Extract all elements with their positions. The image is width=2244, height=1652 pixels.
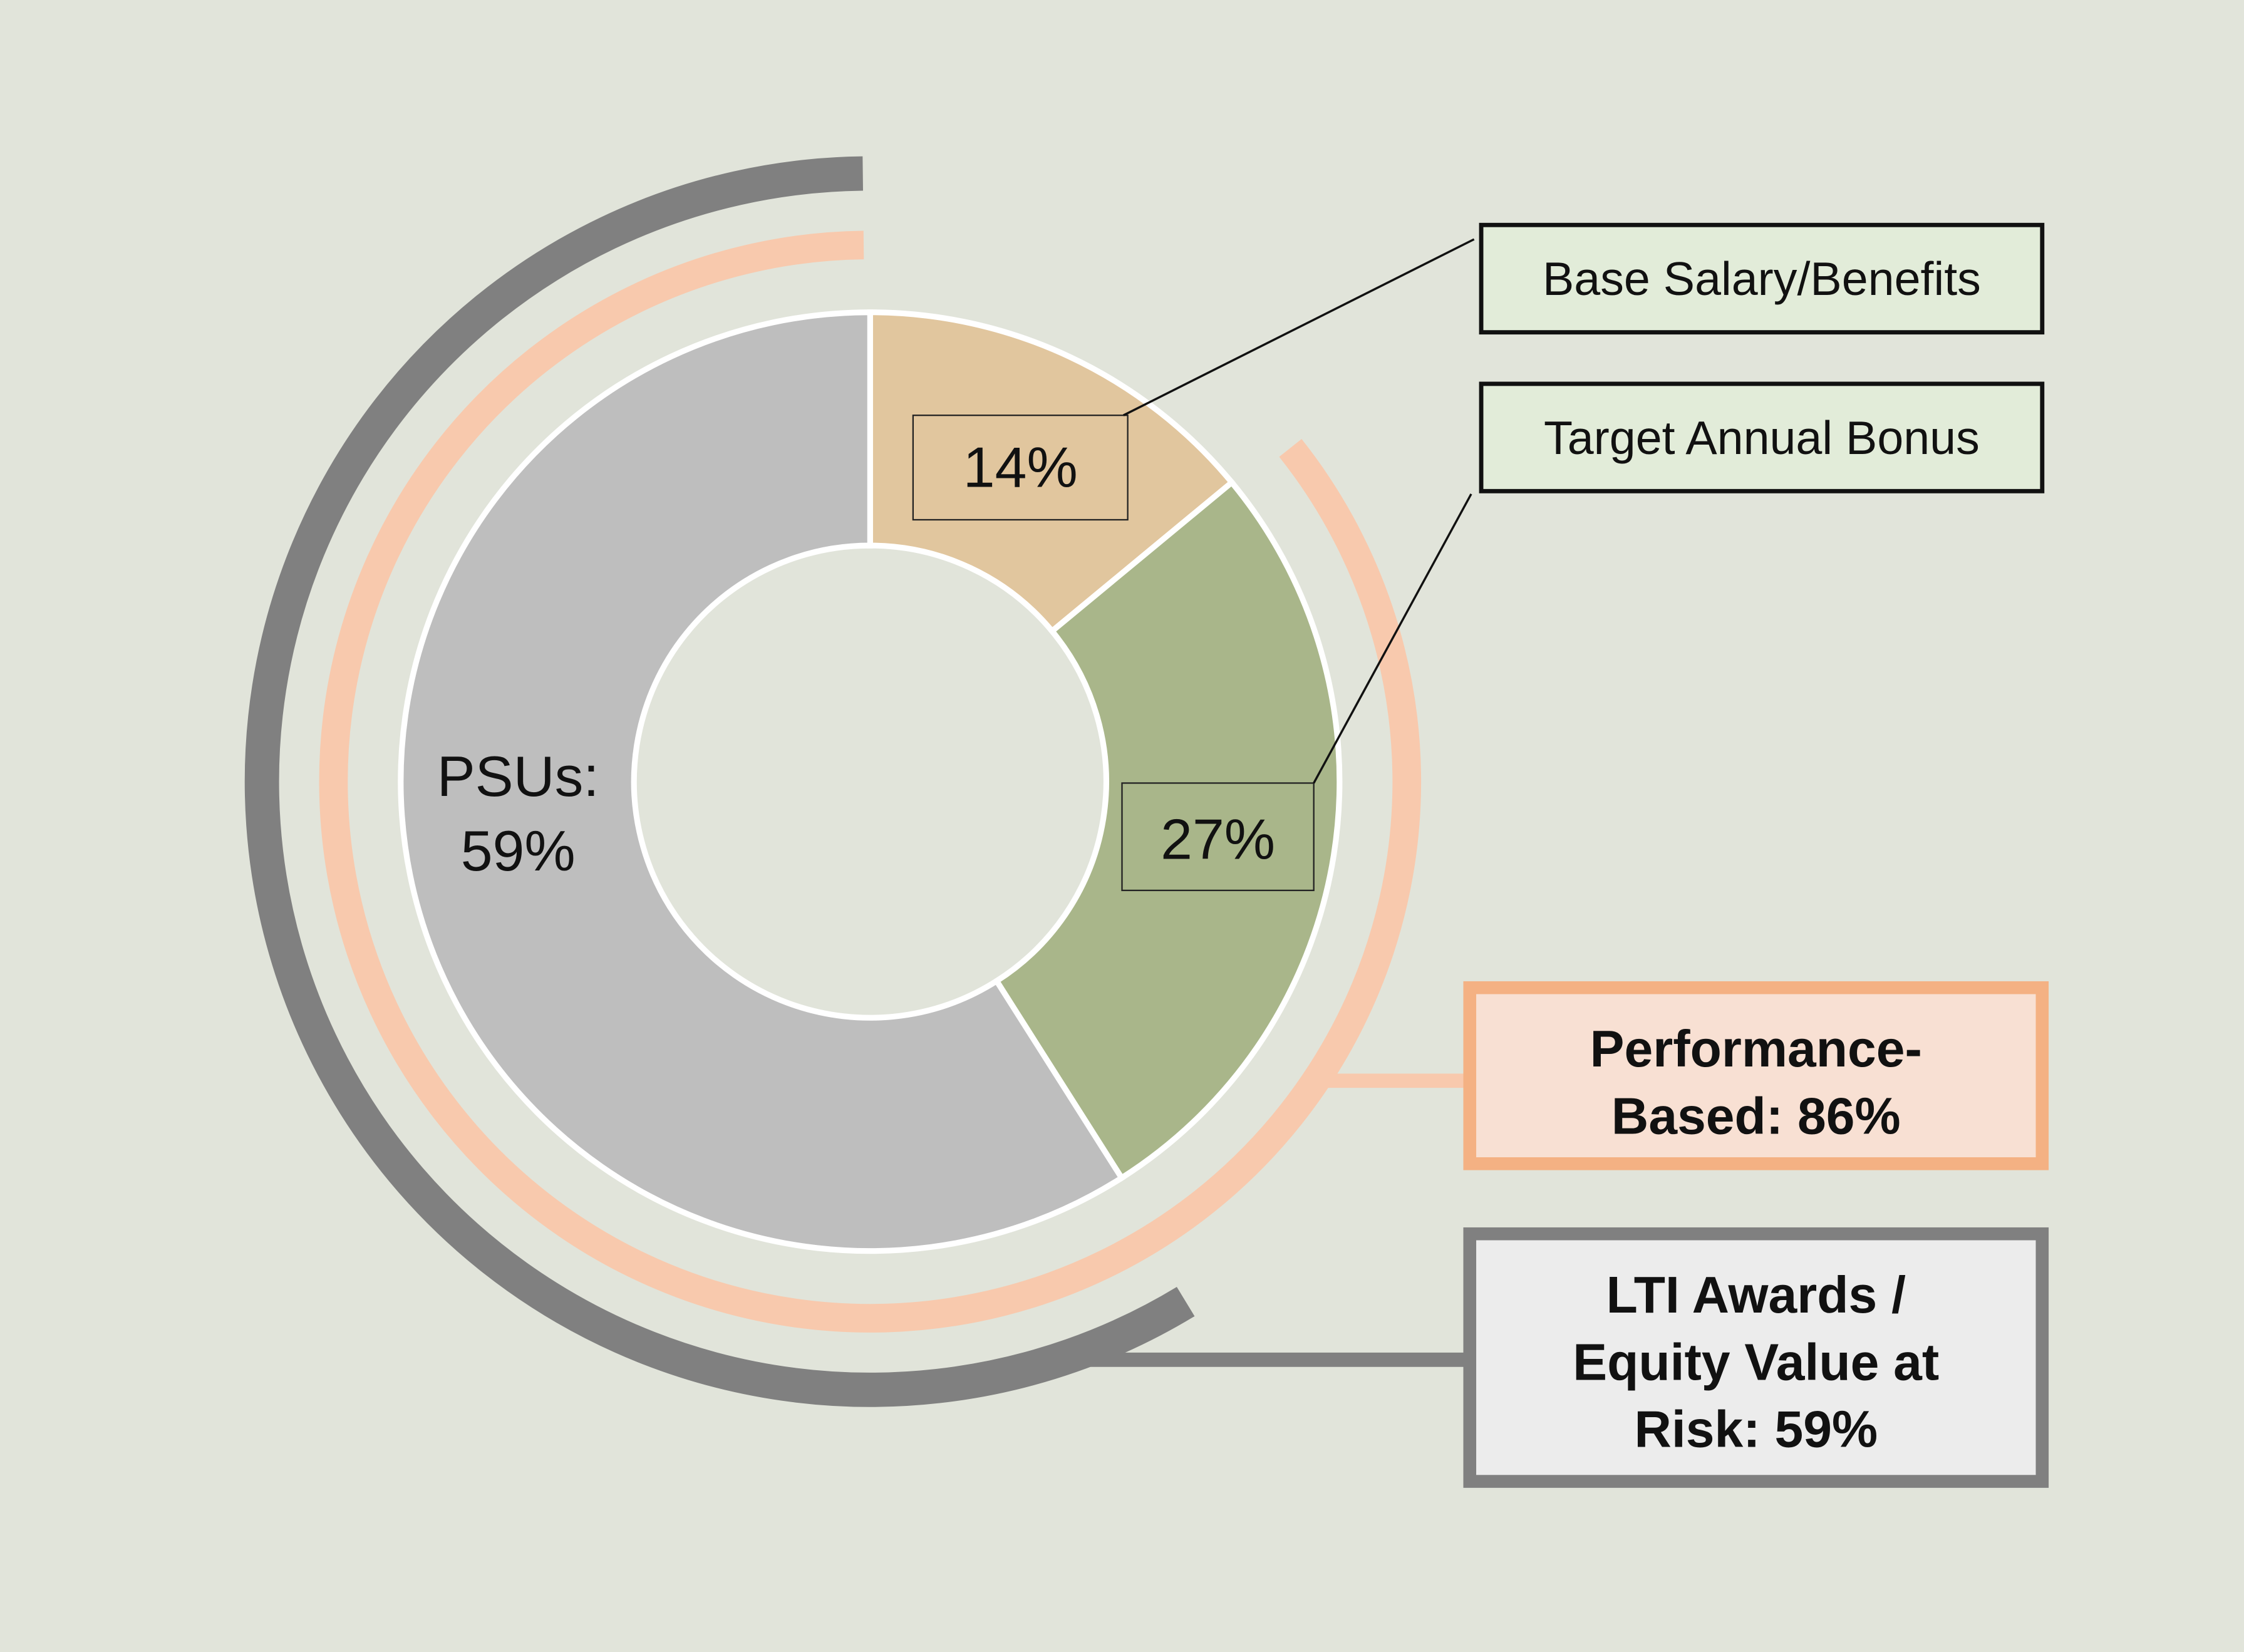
label-box-base-salary: [912, 415, 1129, 521]
legend-label-target-bonus: Target Annual Bonus: [1544, 411, 1980, 464]
legend-box-target-bonus: [1479, 381, 2045, 493]
slice-target-annual-bonus: [993, 478, 1343, 1182]
legend-label-base-salary: Base Salary/Benefits: [1543, 252, 1981, 305]
arc-lti-awards: [244, 156, 1195, 1407]
data-label-psus-title: PSUs:: [437, 745, 599, 808]
data-label-target-bonus: 27%: [1161, 808, 1275, 872]
legend-box-base-salary: [1479, 222, 2045, 335]
callout-lti-awards: [1463, 1227, 2049, 1488]
callout-performance-based: [1463, 981, 2049, 1170]
callout-lti-line3: Risk: 59%: [1634, 1402, 1878, 1458]
callout-lti-line1: LTI Awards /: [1606, 1267, 1906, 1324]
slice-psus: [398, 309, 1126, 1254]
callout-performance-line2: Based: 86%: [1611, 1088, 1901, 1145]
leader-line-base-salary: [1123, 238, 1475, 416]
slice-base-salary-benefits: [867, 309, 1236, 636]
label-box-target-bonus: [1121, 782, 1315, 891]
data-label-psus-value: 59%: [461, 819, 576, 883]
callout-lti-line2: Equity Value at: [1573, 1334, 1939, 1391]
data-label-base-salary: 14%: [963, 435, 1078, 499]
leader-line-target-bonus: [1313, 493, 1472, 784]
arc-performance-based: [319, 230, 1422, 1333]
callout-performance-line1: Performance-: [1590, 1021, 1922, 1078]
